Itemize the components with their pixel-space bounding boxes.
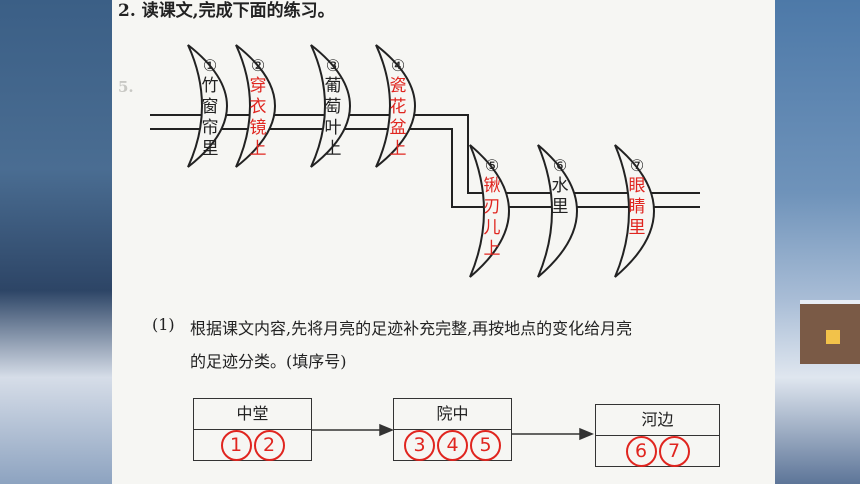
answer-circle: 1 [220,429,252,461]
moon-number: ⑦ [629,156,645,175]
moon-location-text: 水里 [551,176,569,217]
moon-number: ② [250,56,266,75]
moon-location-text: 葡萄叶上 [324,76,342,159]
group-box-hebian: 河边 6 7 [595,404,720,467]
track-line-upper [150,114,700,194]
moon-shape [469,144,510,278]
group-title: 河边 [596,405,719,436]
moon-number: ③ [325,56,341,75]
group-title: 院中 [394,399,511,430]
moon-location-text: 瓷花盆上 [389,76,407,159]
group-answers: 6 7 [596,435,719,467]
answer-circle: 3 [404,429,435,461]
background-left-winter-scene [0,0,112,484]
question-label: (1) [152,315,175,334]
moon-location-text: 穿衣镜上 [249,76,267,159]
group-title: 中堂 [194,399,311,430]
exercise-heading: 2. 读课文,完成下面的练习。 [118,1,335,21]
moon-number: ⑤ [484,156,500,175]
house-window [826,330,840,344]
background-right-winter-scene [775,0,860,484]
answer-circle: 5 [470,429,501,461]
group-box-zhongtang: 中堂 1 2 [193,398,312,461]
question-line-2: 的足迹分类。(填序号) [190,352,347,371]
moon-shape [235,44,276,168]
moon-location-text: 锹刃儿上 [483,176,501,259]
moon-shape [310,44,351,168]
group-answers: 3 4 5 [394,429,511,461]
moon-number: ④ [390,56,406,75]
answer-circle: 2 [253,429,285,461]
moon-number: ⑥ [552,156,568,175]
faint-question-number: 5. [118,78,134,96]
house-illustration [800,300,860,364]
group-box-yuanzhong: 院中 3 4 5 [393,398,512,461]
group-answers: 1 2 [194,429,311,461]
moon-number: ① [202,56,218,75]
moon-location-text: 眼睛里 [628,176,646,238]
moon-shape [375,44,416,168]
answer-circle: 4 [437,429,468,461]
moon-location-text: 竹窗帘里 [201,76,219,159]
question-line-1: 根据课文内容,先将月亮的足迹补充完整,再按地点的变化给月亮 [190,319,633,338]
moon-shape [537,144,578,278]
answer-circle: 7 [658,435,690,467]
track-line-lower [150,128,700,208]
answer-circle: 6 [625,435,657,467]
moon-shape [614,144,655,278]
moon-shape [187,44,228,168]
